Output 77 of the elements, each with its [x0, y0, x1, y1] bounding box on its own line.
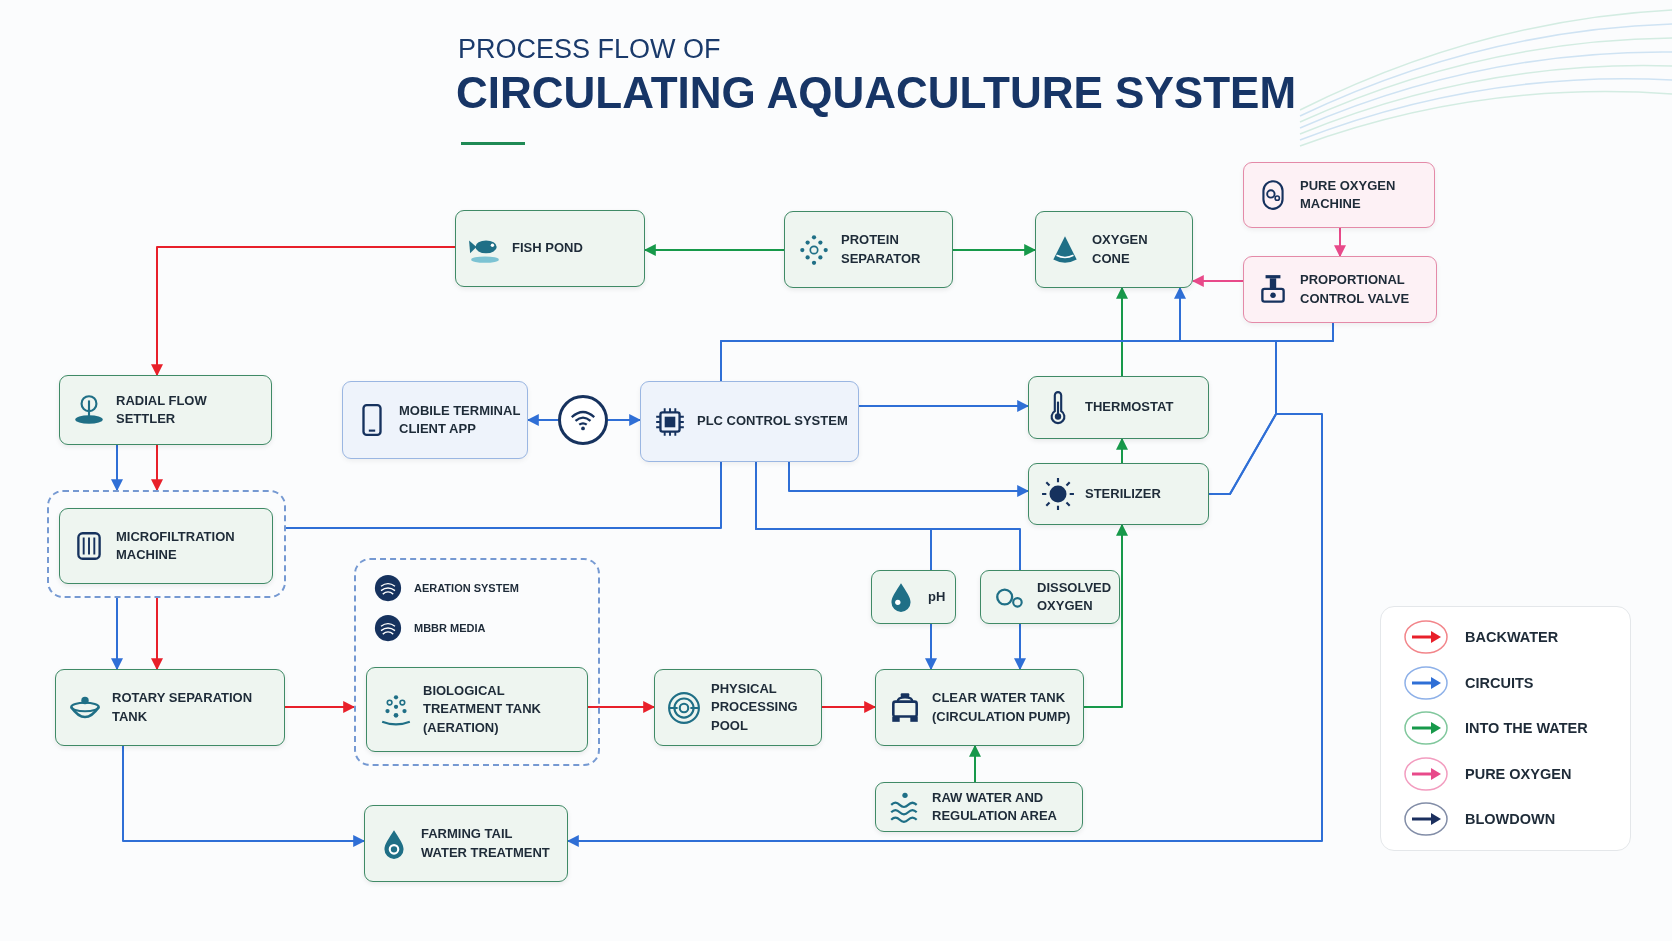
- title-kicker: PROCESS FLOW OF: [458, 34, 721, 65]
- control-box: [342, 381, 528, 459]
- node-label: BIOLOGICAL TREATMENT TANK (AERATION): [423, 682, 542, 737]
- process-box: [55, 669, 285, 746]
- node-label: RADIAL FLOW SETTLER: [116, 391, 208, 428]
- connector-line: [755, 461, 1021, 571]
- process-box: [1028, 463, 1209, 525]
- arrow: [1116, 286, 1128, 377]
- legend-label: PURE OXYGEN: [1465, 765, 1572, 782]
- dashed-group-box: [354, 558, 600, 766]
- node-label: DISSOLVED OXYGEN: [1037, 578, 1113, 615]
- process-box: [871, 570, 956, 624]
- oxygen-box: [1243, 256, 1437, 323]
- node-label: pH: [928, 587, 946, 606]
- arrow: [1014, 623, 1026, 671]
- title: CIRCULATING AQUACULTURE SYSTEM: [456, 68, 1297, 118]
- arrow: [526, 414, 559, 426]
- process-box: [784, 211, 953, 288]
- node-label: ROTARY SEPARATION TANK: [112, 689, 254, 726]
- connector-line: [285, 461, 722, 529]
- node-label: PROTEIN SEPARATOR: [841, 231, 922, 268]
- arrow: [1191, 275, 1244, 287]
- arrow: [858, 400, 1030, 412]
- arrow: [151, 597, 163, 671]
- control-box: [640, 381, 859, 462]
- node-label: OXYGEN CONE: [1092, 231, 1149, 268]
- connector-line: [1208, 322, 1334, 495]
- arrow: [925, 623, 937, 671]
- arrow: [284, 701, 356, 713]
- legend-label: INTO THE WATER: [1465, 720, 1588, 736]
- arrow: [969, 744, 981, 783]
- process-box: [875, 782, 1083, 832]
- arrow: [643, 244, 785, 256]
- group-label: MBBR MEDIA: [414, 622, 486, 634]
- node-label: MOBILE TERMINAL CLIENT APP: [399, 401, 521, 438]
- node-label: MICROFILTRATION MACHINE: [116, 527, 236, 564]
- arrow: [1116, 437, 1128, 464]
- dashed-group-box: [47, 490, 286, 598]
- node-label: RAW WATER AND REGULATION AREA: [932, 788, 1058, 825]
- arrow: [952, 244, 1037, 256]
- node-label: PURE OXYGEN MACHINE: [1300, 176, 1397, 213]
- arrow: [151, 444, 163, 492]
- node-label: FISH POND: [512, 239, 583, 258]
- arrow: [607, 414, 642, 426]
- process-box: [59, 375, 272, 445]
- arrow: [821, 701, 877, 713]
- node-label: PROPORTIONAL CONTROL VALVE: [1300, 271, 1411, 308]
- oxygen-box: [1243, 162, 1435, 228]
- arrow: [111, 597, 123, 671]
- arrow: [788, 461, 1030, 497]
- process-box: [364, 805, 568, 882]
- node-label: CLEAR WATER TANK (CIRCULATION PUMP): [932, 689, 1072, 726]
- group-label: AERATION SYSTEM: [414, 582, 519, 594]
- arrow: [122, 745, 366, 847]
- process-box: [980, 570, 1120, 624]
- arrow: [151, 246, 456, 377]
- process-box: [654, 669, 822, 746]
- arrow: [587, 701, 656, 713]
- node-label: STERILIZER: [1085, 484, 1161, 503]
- node-label: FARMING TAIL WATER TREATMENT: [421, 825, 551, 862]
- arrow: [566, 413, 1323, 847]
- node-label: THERMOSTAT: [1085, 398, 1174, 417]
- legend-label: CIRCUITS: [1465, 674, 1534, 691]
- arrow: [1334, 227, 1346, 258]
- arrow: [1083, 523, 1128, 708]
- arrow: [111, 444, 123, 492]
- process-box: [455, 210, 645, 287]
- process-box: [366, 667, 588, 752]
- process-box: [59, 508, 273, 584]
- legend-label: BACKWATER: [1465, 629, 1559, 645]
- legend-label: BLOWDOWN: [1465, 811, 1556, 827]
- node-label: PLC CONTROL SYSTEM: [697, 412, 848, 431]
- wifi-circle: [558, 395, 608, 445]
- process-box: [875, 669, 1084, 746]
- node-label: PHYSICAL PROCESSING POOL: [711, 680, 799, 735]
- process-box: [1028, 376, 1209, 439]
- process-box: [1035, 211, 1193, 288]
